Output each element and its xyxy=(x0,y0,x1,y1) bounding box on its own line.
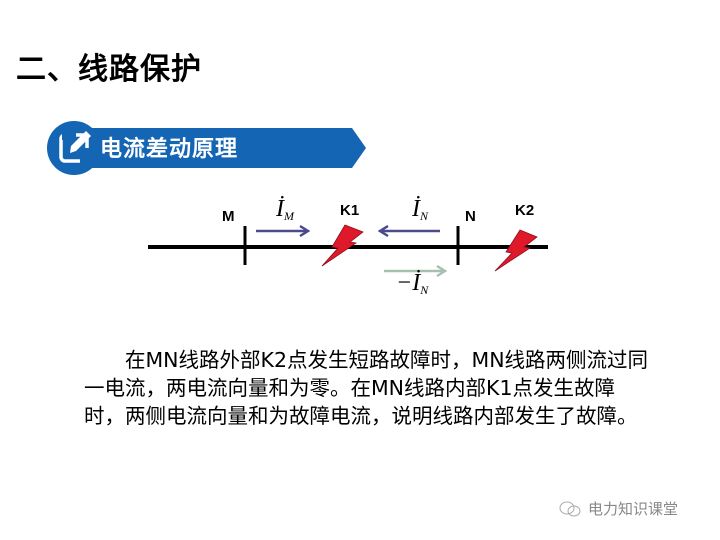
node-k2-label: K2 xyxy=(515,202,535,219)
watermark-text: 电力知识课堂 xyxy=(588,500,679,518)
section-banner-label: 电流差动原理 xyxy=(100,137,239,162)
lightning-fault-icon-k1 xyxy=(321,224,364,267)
node-n-label: N xyxy=(465,208,476,225)
node-k1-label: K1 xyxy=(340,202,360,219)
edit-pencil-icon xyxy=(59,130,91,164)
current-im-label: İM xyxy=(276,196,294,223)
arrow-im xyxy=(256,224,311,238)
current-in-label: İN xyxy=(412,196,429,223)
lightning-fault-icon-k2 xyxy=(494,229,538,272)
node-m-label: M xyxy=(222,208,235,225)
wechat-icon xyxy=(559,501,581,517)
arrow-neg-in xyxy=(384,264,448,278)
watermark: 电力知识课堂 xyxy=(558,498,678,519)
current-neg-in-label: −İN xyxy=(396,270,429,297)
page-title: 二、线路保护 xyxy=(16,52,202,87)
description-paragraph: 在MN线路外部K2点发生短路故障时，MN线路两侧流过同一电流，两电流向量和为零。… xyxy=(84,348,649,428)
arrow-in xyxy=(377,224,440,238)
